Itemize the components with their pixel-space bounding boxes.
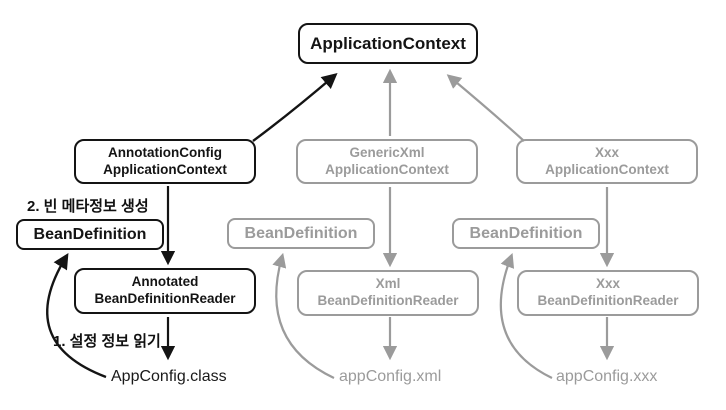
- bean-definition-box-xml: BeanDefinition: [227, 218, 375, 249]
- xxx-application-context-box: Xxx ApplicationContext: [516, 139, 698, 184]
- reader-label-line2: BeanDefinitionReader: [94, 291, 236, 306]
- annotation-config-application-context-box: AnnotationConfig ApplicationContext: [74, 139, 256, 184]
- application-context-root-box: ApplicationContext: [298, 23, 478, 64]
- bean-definition-label: BeanDefinition: [244, 224, 358, 242]
- generic-xml-application-context-box: GenericXml ApplicationContext: [296, 139, 478, 184]
- bean-definition-label: BeanDefinition: [33, 225, 147, 243]
- xxx-bean-definition-reader-box: Xxx BeanDefinitionReader: [517, 270, 699, 316]
- reader-label-line1: Xml: [375, 276, 401, 292]
- bean-definition-box-active: BeanDefinition: [16, 219, 164, 250]
- context-label-line1: Xxx: [594, 144, 620, 160]
- arrow-xxx-to-root: [446, 74, 525, 142]
- context-label-line2: ApplicationContext: [103, 161, 227, 177]
- reader-label-line1: Xxx: [595, 276, 621, 292]
- step1-annotation: 1. 설정 정보 읽기: [53, 333, 161, 350]
- config-source-appconfig-xxx: appConfig.xxx: [556, 368, 658, 385]
- config-source-appconfig-xml: appConfig.xml: [339, 368, 442, 385]
- config-source-appconfig-class: AppConfig.class: [111, 368, 227, 385]
- context-label-line1: AnnotationConfig: [108, 144, 222, 160]
- annotated-bean-definition-reader-box: Annotated BeanDefinitionReader: [74, 268, 256, 314]
- arrow-annotationconfig-to-root: [252, 72, 338, 142]
- context-label-line1: GenericXml: [349, 144, 425, 160]
- context-label-line2: ApplicationContext: [545, 161, 669, 177]
- reader-label-line2: BeanDefinitionReader: [537, 293, 679, 308]
- reader-label-line2: BeanDefinitionReader: [317, 293, 459, 308]
- context-label-line2: ApplicationContext: [325, 161, 449, 177]
- xml-bean-definition-reader-box: Xml BeanDefinitionReader: [297, 270, 479, 316]
- bean-definition-label: BeanDefinition: [469, 224, 583, 242]
- root-box-label: ApplicationContext: [310, 33, 466, 53]
- step2-annotation: 2. 빈 메타정보 생성: [27, 198, 149, 215]
- bean-definition-box-xxx: BeanDefinition: [452, 218, 600, 249]
- reader-label-line1: Annotated: [131, 274, 199, 290]
